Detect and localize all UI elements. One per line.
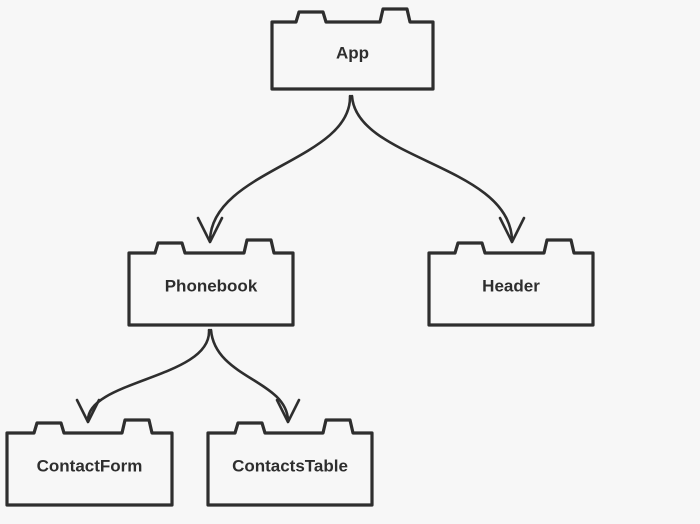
node-contactform: ContactForm: [5, 418, 174, 507]
edge-app-to-header: [350, 94, 526, 244]
edge-phonebook-to-contactform: [75, 328, 211, 424]
node-label-header: Header: [482, 276, 540, 295]
edge-phonebook-to-contactstable: [209, 328, 301, 424]
node-app: App: [270, 7, 435, 91]
edge-app-to-phonebook: [196, 94, 352, 244]
node-label-app: App: [336, 43, 369, 62]
node-label-phonebook: Phonebook: [165, 276, 258, 295]
node-label-contactform: ContactForm: [37, 456, 143, 475]
node-label-contactstable: ContactsTable: [232, 456, 348, 475]
node-header: Header: [427, 238, 595, 327]
node-phonebook: Phonebook: [127, 238, 295, 327]
node-contactstable: ContactsTable: [206, 418, 374, 507]
